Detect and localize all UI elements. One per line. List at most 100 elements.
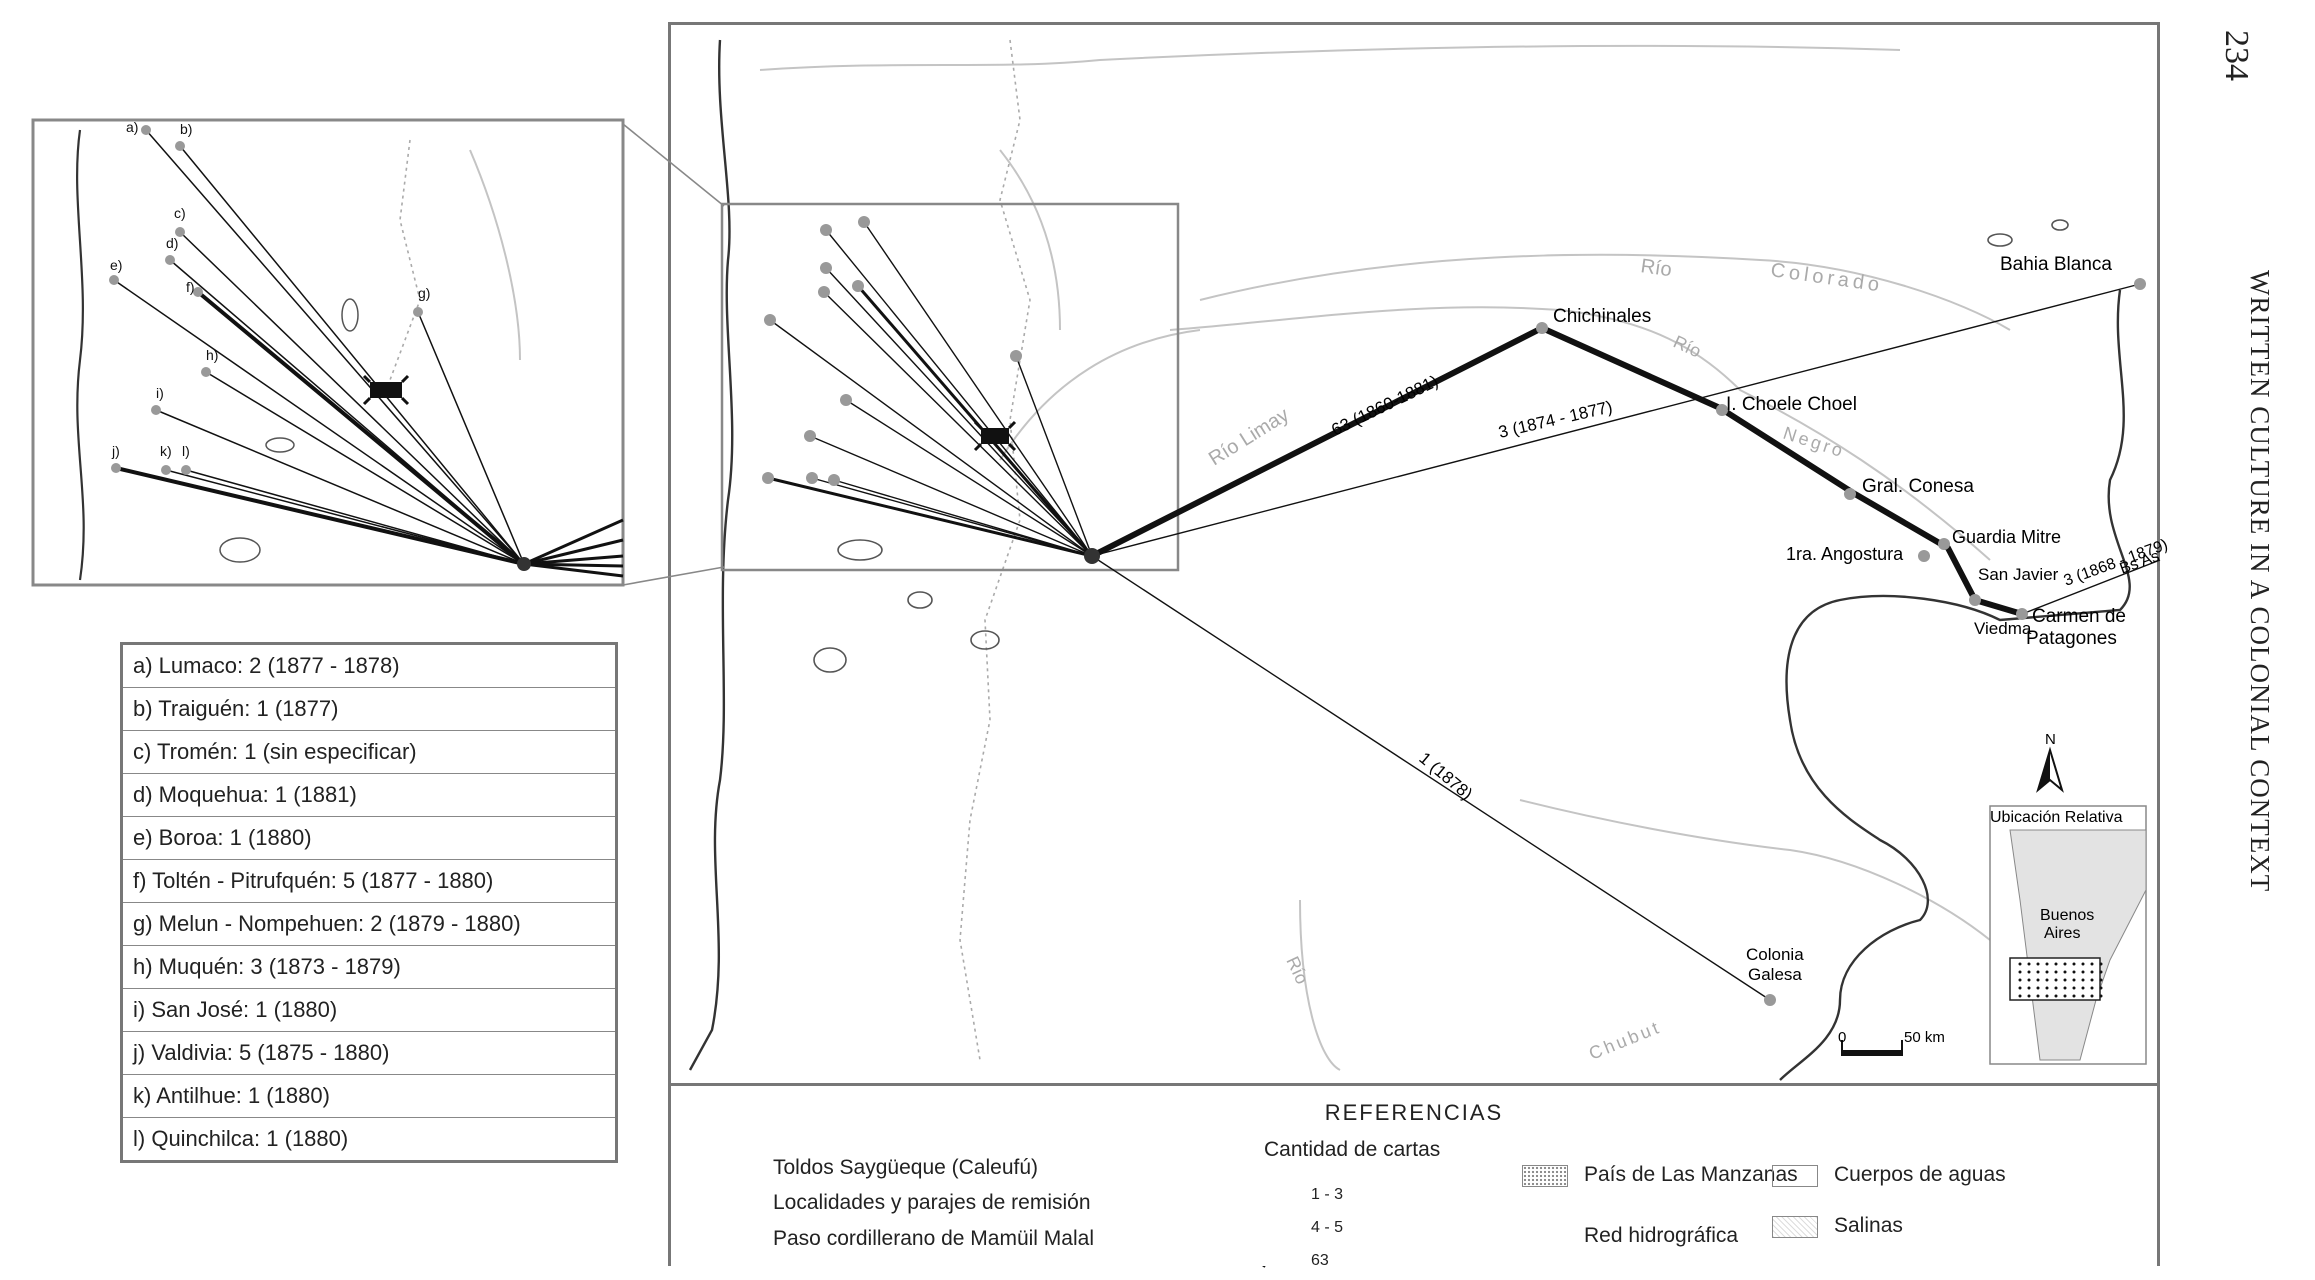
route-bahia [1091,283,2141,557]
river-chubut-1: Río [1282,953,1312,987]
locator-dot [2045,978,2049,982]
scale-bar [1841,1040,1903,1056]
inset-letter: l) [182,443,190,459]
inset-exit-line [523,562,624,568]
locator-dot [2036,970,2040,974]
locality-dot [1010,350,1022,362]
locator-dot [2054,978,2058,982]
border-line [959,39,1031,1061]
route-line [769,319,1093,557]
inset-exit-line [523,518,624,566]
legend-paso-label: Paso cordillerano de Mamüil Malal [773,1227,1094,1250]
locator-dot [2054,986,2058,990]
locality-list-item: e) Boroa: 1 (1880) [123,817,615,860]
locator-dot [2099,962,2103,966]
inset-locality-dot [151,405,161,415]
inset-area-box [720,202,1180,572]
inset-route-line [115,466,525,566]
locator-dot [2099,970,2103,974]
north-label: N [2045,731,2056,748]
route-label-galesa: 1 (1878) [1415,749,1476,804]
route-line [825,267,1093,557]
inset-letter: k) [160,443,172,459]
inset-route-line [145,129,525,565]
inset-exit-line [523,562,624,578]
locality-list-item: b) Traiguén: 1 (1877) [123,688,615,731]
locality-dot [762,472,774,484]
inset-letter: f) [186,279,195,295]
route-line [823,291,1093,557]
locality-dot [1844,488,1856,500]
locator-title: Ubicación Relativa [1990,809,2123,826]
locality-list-item: h) Muquén: 3 (1873 - 1879) [123,946,615,989]
label-viedma: Viedma [1974,619,2032,638]
route-label-main: 63 (1860-1881) [1328,372,1441,440]
locality-dot [806,472,818,484]
legend-range-1: 1 - 3 [1311,1186,1344,1203]
locator-dot [2090,978,2094,982]
inset-route-line [196,290,526,566]
inset-locality-dot [181,465,191,475]
river-colorado-1: Río [1639,255,1673,281]
inset-locality-dot [141,125,151,135]
locator-dot [2063,978,2067,982]
inset-letter: b) [180,121,192,137]
inset-letter-labels: a)b)c)d)e)f)g)h)i)j)k)l) [110,119,430,459]
main-locality-dots [762,216,2146,1006]
label-choele-choel: I. Choele Choel [1726,394,1857,415]
inset-connector-bottom [622,566,725,586]
locator-dot [2063,986,2067,990]
inset-locality-dot [165,255,175,265]
river-chubut-2: Chubut [1586,1017,1664,1064]
locator-dot [2063,994,2067,998]
route-main-thick [1090,325,2023,617]
locator-dot [2072,986,2076,990]
label-san-javier: San Javier [1978,565,2059,584]
locator-dot [2054,962,2058,966]
route-line [809,435,1093,557]
locator-dot [2018,994,2022,998]
label-carmen-2: Patagones [2026,628,2117,649]
locality-dot [852,280,864,292]
locator-dot [2072,962,2076,966]
inset-locality-dot [201,367,211,377]
legend-salinas-swatch [1772,1216,1818,1238]
legend-range-3: 63 [1311,1252,1329,1269]
locality-list-item: f) Toltén - Pitrufquén: 5 (1877 - 1880) [123,860,615,903]
locality-list-item: l) Quinchilca: 1 (1880) [133,1126,349,1151]
locality-dot [2134,278,2146,290]
inset-route-line [155,409,525,565]
inset-letter: h) [206,347,218,363]
locality-dot [1918,550,1930,562]
locality-list-item: k) Antilhue: 1 (1880) [123,1075,615,1118]
label-guardia-mitre: Guardia Mitre [1952,527,2061,547]
inset-letter: g) [418,285,430,301]
locality-dot [2016,608,2028,620]
north-arrow [2036,746,2064,793]
locator-dot [2081,994,2085,998]
locator-dot [2018,986,2022,990]
legend-range-2: 4 - 5 [1311,1219,1344,1236]
locator-dot [2036,962,2040,966]
inset-route-line [205,371,525,565]
inset-letter: a) [126,119,138,135]
inset-letter: e) [110,257,122,273]
legend-red-label: Red hidrográfica [1584,1224,1739,1247]
inset-locality-dot [413,307,423,317]
river-colorado-2: Colorado [1769,259,1884,297]
locality-list-item: d) Moquehua: 1 (1881) [123,774,615,817]
inset-locality-dot [109,275,119,285]
references-box: REFERENCIAS Toldos Saygüeque (Caleufú) L… [671,1083,2157,1269]
locality-dot [1938,538,1950,550]
locator-dot [2018,970,2022,974]
locator-dot [2045,994,2049,998]
locator-dot [2018,962,2022,966]
locator-dot [2099,994,2103,998]
legend-localidades-label: Localidades y parajes de remisión [773,1191,1091,1214]
route-galesa [1091,555,1771,1001]
locator-dot [2036,978,2040,982]
label-bahia-blanca: Bahia Blanca [2000,254,2112,275]
main-route-lines [767,221,2161,1001]
locality-dot [1764,994,1776,1006]
route-bsas [2021,559,2161,615]
